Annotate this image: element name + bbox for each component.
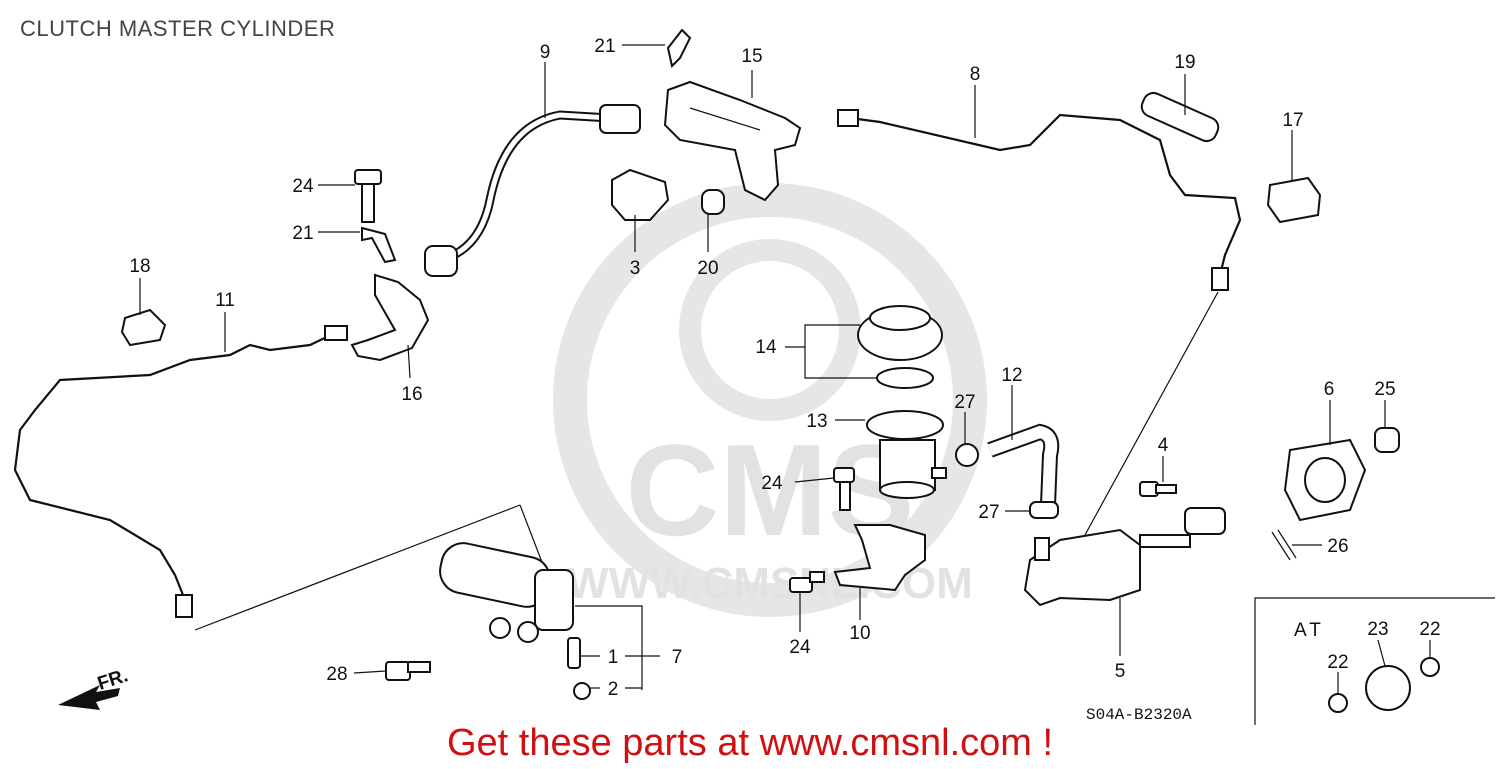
part-8-fitting-right — [1211, 267, 1229, 291]
callout-12: 12 — [1001, 365, 1022, 386]
call-to-action-link[interactable]: Get these parts at www.cmsnl.com ! — [446, 722, 1054, 764]
callout-3: 3 — [630, 258, 641, 279]
part-3-clamp — [611, 168, 670, 221]
callout-11: 11 — [215, 290, 235, 311]
callout-24-mid: 24 — [761, 473, 783, 494]
part-7-slave-cylinder-port — [534, 569, 574, 631]
part-8-fitting-left — [837, 109, 859, 127]
part-23-plug — [1365, 665, 1411, 711]
callout-18: 18 — [129, 256, 150, 277]
part-13-reservoir-top — [866, 410, 944, 440]
part-27-clamp-lower — [1029, 501, 1059, 519]
callout-27-lower: 27 — [978, 502, 999, 523]
part-9-hose — [438, 110, 611, 265]
at-inset-frame — [1254, 597, 1495, 725]
callout-23: 23 — [1367, 619, 1388, 640]
callout-5: 5 — [1115, 661, 1126, 682]
callout-16: 16 — [401, 384, 422, 405]
pipe-link-line-3 — [1084, 291, 1219, 536]
callout-4: 4 — [1158, 435, 1169, 456]
callout-2: 2 — [608, 679, 619, 700]
callout-labels: 9 21 15 8 19 17 24 21 3 20 18 11 16 14 1… — [129, 36, 1440, 700]
part-2-bleeder-cap — [573, 682, 591, 700]
part-11-clutch-pipe — [13, 332, 336, 601]
part-15-bracket — [663, 80, 802, 202]
callout-6: 6 — [1324, 379, 1335, 400]
callout-27-upper: 27 — [954, 392, 975, 413]
part-21-clip-left — [361, 226, 397, 264]
callout-1: 1 — [608, 647, 619, 668]
part-22-grommet-left — [1328, 693, 1348, 713]
part-1-bleeder-screw — [567, 637, 581, 669]
part-24-bolt-upper-shaft — [361, 183, 375, 223]
diagram-code: S04A-B2320A — [1086, 706, 1192, 724]
callout-7: 7 — [672, 647, 683, 668]
callout-24-lower: 24 — [789, 637, 811, 658]
part-26-pin — [1271, 529, 1297, 561]
part-20-grommet — [701, 189, 725, 215]
part-11-fitting-lower — [175, 594, 193, 618]
direction-label: FR. — [95, 665, 131, 694]
part-9-hose-end-upper — [599, 104, 641, 134]
callout-25: 25 — [1374, 379, 1395, 400]
callout-20: 20 — [697, 258, 718, 279]
callout-15: 15 — [741, 46, 762, 67]
part-16-bracket — [350, 273, 430, 362]
callout-22-right: 22 — [1419, 619, 1440, 640]
part-11-fitting — [324, 325, 348, 341]
part-28-bolt-head — [385, 661, 411, 681]
page-title: CLUTCH MASTER CYLINDER — [20, 16, 336, 41]
callout-21-left: 21 — [292, 223, 313, 244]
front-direction-arrow-icon — [58, 685, 120, 710]
callout-10: 10 — [849, 623, 870, 644]
pipe-link-line — [194, 504, 521, 631]
callout-24-upper: 24 — [292, 176, 314, 197]
callout-9: 9 — [540, 42, 551, 63]
callout-13: 13 — [806, 411, 827, 432]
part-8-brake-pipe — [849, 113, 1242, 276]
part-10-bracket — [833, 524, 926, 592]
callout-17: 17 — [1282, 110, 1303, 131]
part-24-bolt-mid-head — [833, 467, 855, 483]
inset-label: AT — [1294, 620, 1325, 641]
callout-21-top: 21 — [594, 36, 615, 57]
callout-19: 19 — [1174, 52, 1195, 73]
part-17-clip — [1266, 176, 1322, 224]
part-27-clamp-upper — [955, 443, 979, 467]
part-5-pushrod-yoke — [1184, 507, 1226, 535]
pipe-link-line-2 — [519, 504, 546, 571]
callout-28: 28 — [326, 664, 347, 685]
part-25-grommet — [1374, 427, 1400, 453]
part-22-grommet-right — [1420, 657, 1440, 677]
leader-lines — [139, 44, 1431, 694]
callout-26: 26 — [1327, 536, 1348, 557]
callout-8: 8 — [970, 64, 981, 85]
part-9-hose-end-lower — [424, 245, 458, 277]
part-5-master-cylinder — [1023, 528, 1141, 607]
callout-14: 14 — [755, 337, 777, 358]
part-14-seal — [876, 367, 934, 389]
part-21-clip-top — [666, 28, 692, 68]
part-18-clip — [120, 308, 167, 347]
part-24-bolt-lower-head — [789, 577, 813, 593]
callout-22-left: 22 — [1327, 652, 1348, 673]
part-24-bolt-upper-head — [354, 169, 382, 185]
